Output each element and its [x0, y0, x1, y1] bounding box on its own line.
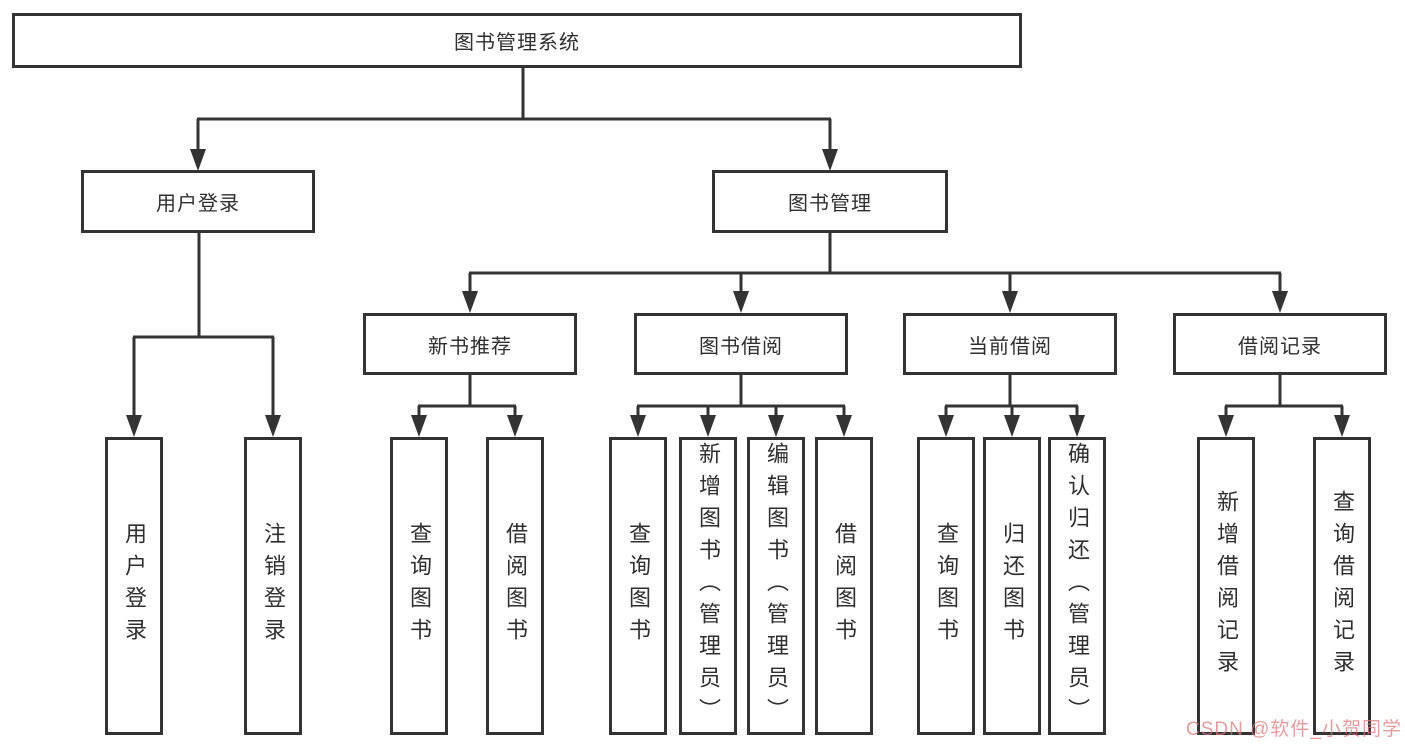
node-book-borrow: 图书借阅 [634, 313, 848, 375]
leaf-user-login: 用户登录 [105, 437, 163, 735]
leaf-query-borrow-record: 查询借阅记录 [1313, 437, 1371, 735]
leaf-query-book-3: 查询图书 [917, 437, 975, 735]
node-root: 图书管理系统 [12, 13, 1022, 68]
leaf-label: 用户登录 [122, 522, 147, 650]
leaf-logout: 注销登录 [244, 437, 302, 735]
leaf-label: 新增图书（管理员） [696, 442, 721, 730]
leaf-label: 归还图书 [1000, 522, 1025, 650]
leaf-borrow-book-2: 借阅图书 [815, 437, 873, 735]
leaf-label: 查询图书 [626, 522, 651, 650]
leaf-label: 查询图书 [407, 522, 432, 650]
leaf-label: 确认归还（管理员） [1065, 442, 1090, 730]
leaf-add-book-admin: 新增图书（管理员） [679, 437, 737, 735]
leaf-label: 查询借阅记录 [1330, 490, 1355, 682]
leaf-label: 注销登录 [261, 522, 286, 650]
csdn-watermark: CSDN @软件_小贺同学 [1186, 719, 1402, 740]
node-borrow-records: 借阅记录 [1173, 313, 1387, 375]
leaf-return-book: 归还图书 [983, 437, 1041, 735]
leaf-label: 查询图书 [934, 522, 959, 650]
leaf-label: 编辑图书（管理员） [764, 442, 789, 730]
node-new-book-recommend: 新书推荐 [363, 313, 577, 375]
leaf-label: 借阅图书 [503, 522, 528, 650]
leaf-borrow-book-1: 借阅图书 [486, 437, 544, 735]
leaf-query-book-2: 查询图书 [609, 437, 667, 735]
leaf-label: 借阅图书 [832, 522, 857, 650]
node-book-management: 图书管理 [712, 170, 948, 233]
leaf-edit-book-admin: 编辑图书（管理员） [747, 437, 805, 735]
leaf-add-borrow-record: 新增借阅记录 [1197, 437, 1255, 735]
arrowheads [126, 149, 1350, 437]
leaf-query-book-1: 查询图书 [390, 437, 448, 735]
node-user-login: 用户登录 [81, 170, 315, 233]
node-current-borrow: 当前借阅 [903, 313, 1117, 375]
leaf-label: 新增借阅记录 [1214, 490, 1239, 682]
leaf-confirm-return-admin: 确认归还（管理员） [1048, 437, 1106, 735]
